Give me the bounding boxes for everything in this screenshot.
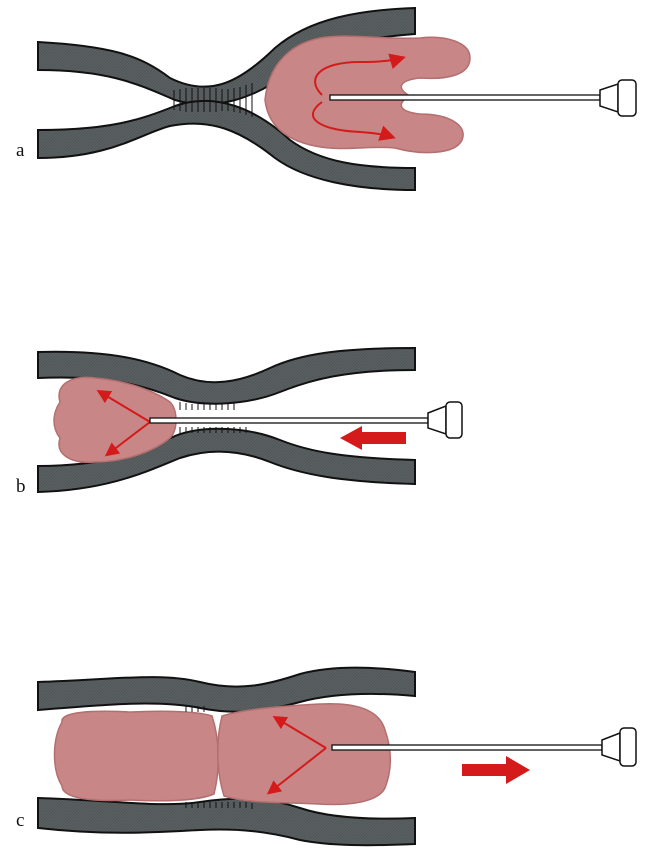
vessel-wall-upper (38, 668, 415, 712)
arrow-right-icon (462, 756, 530, 784)
balloon-blob-left (55, 711, 219, 801)
balloon-blob (265, 36, 470, 152)
panel-b-illustration (0, 330, 649, 510)
panel-label-c: c (16, 810, 24, 832)
balloon-blob-right (218, 704, 391, 805)
panel-c: c (0, 660, 649, 848)
panel-label-a: a (16, 140, 24, 162)
vessel-wall-lower (38, 798, 415, 845)
panel-a: a (0, 0, 649, 220)
panel-b: b (0, 330, 649, 510)
arrow-left-icon (340, 426, 406, 450)
panel-c-illustration (0, 660, 649, 848)
panel-a-illustration (0, 0, 649, 220)
panel-label-b: b (16, 476, 26, 498)
